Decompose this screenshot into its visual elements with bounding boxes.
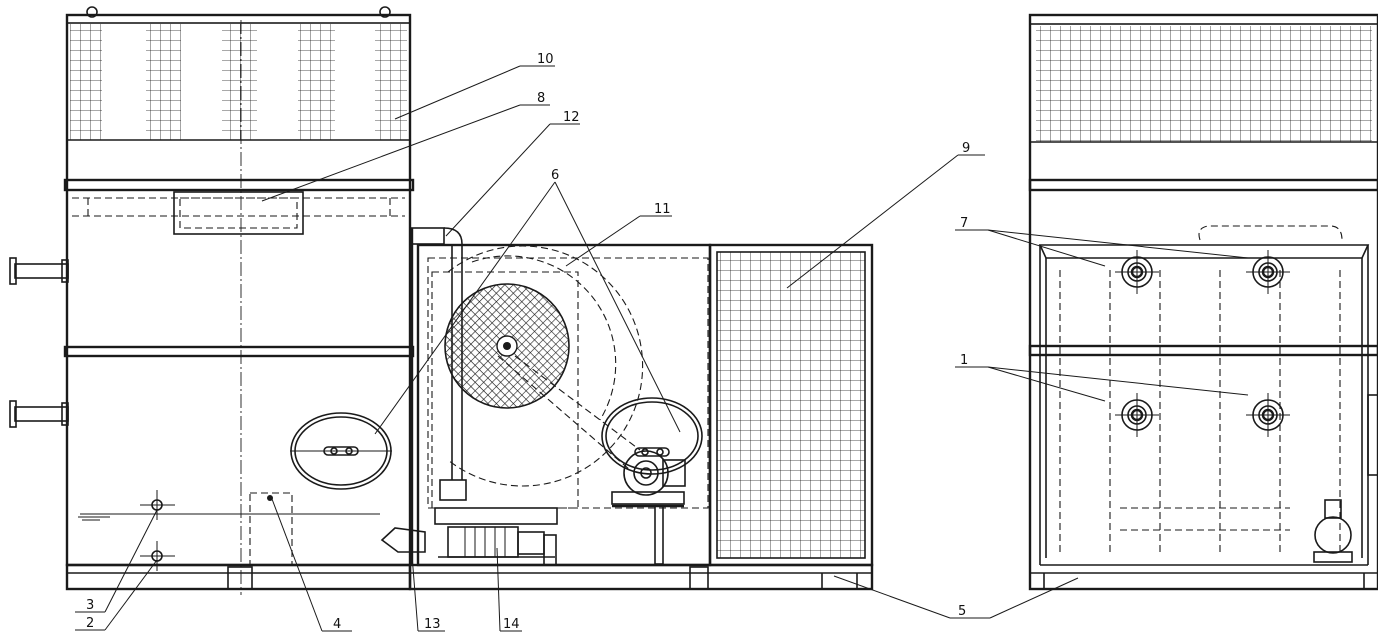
pipe-inlet (9, 257, 69, 285)
callout-14: 14 (503, 617, 520, 632)
callout-1: 1 (960, 353, 968, 368)
float-valve-icon (267, 495, 273, 501)
callout-5: 5 (958, 604, 966, 619)
side-view (1028, 13, 1378, 591)
callout-labels: 10 8 12 6 11 9 7 1 5 3 2 4 13 14 (86, 52, 970, 632)
side-top-mesh (1036, 26, 1372, 142)
flanged-port-icon (1246, 393, 1290, 437)
callout-9: 9 (962, 141, 970, 156)
callout-7: 7 (960, 216, 968, 231)
upper-flange-band (63, 178, 415, 192)
side-pump (1313, 499, 1353, 563)
fan-motor (611, 450, 686, 508)
callout-4: 4 (333, 617, 341, 632)
float-valve-box (249, 492, 293, 566)
front-view (9, 6, 874, 595)
callout-10: 10 (537, 52, 554, 67)
flanged-port-icon (1115, 250, 1159, 294)
circulation-pump (434, 507, 558, 566)
callout-3: 3 (86, 598, 94, 613)
callout-12: 12 (563, 110, 580, 125)
fitting-3-icon (140, 490, 175, 520)
top-cap (66, 14, 411, 24)
drain-chute (380, 527, 426, 553)
fitting-2-icon (140, 541, 175, 571)
flanged-port-icon (1115, 393, 1159, 437)
callout-2: 2 (86, 616, 94, 631)
callout-leaders (75, 65, 1249, 632)
flanged-port-icon (1246, 250, 1290, 294)
mesh-gaps (102, 24, 375, 140)
callout-13: 13 (424, 617, 441, 632)
access-door-left (290, 412, 392, 490)
callout-8: 8 (537, 91, 545, 106)
middle-flange-band (63, 345, 415, 358)
elbow-fitting (409, 227, 445, 245)
callout-6: 6 (551, 168, 559, 183)
pipe-outlet (9, 400, 69, 428)
lifting-eye-icon (86, 6, 391, 18)
side-mesh-panel (717, 252, 865, 558)
callout-11: 11 (654, 202, 671, 217)
spray-header-box (173, 191, 304, 235)
